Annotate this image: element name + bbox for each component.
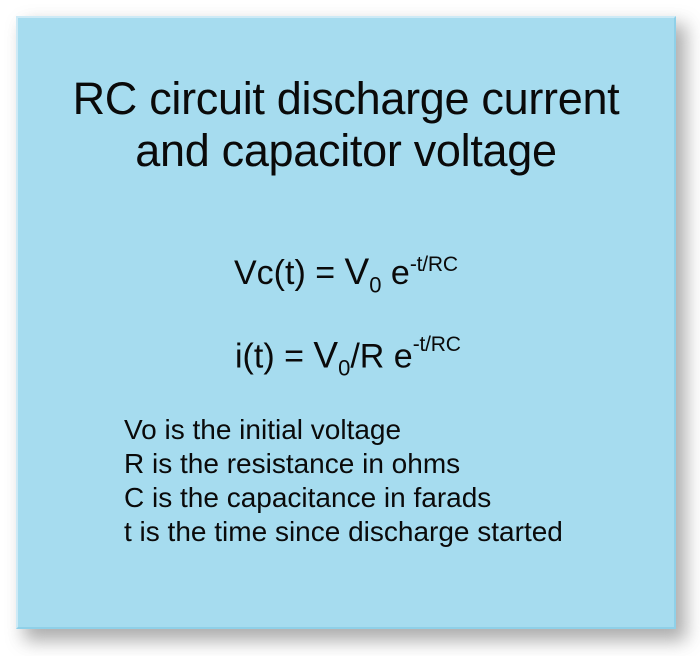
formula-1-subscript: 0 <box>369 272 382 298</box>
formula-discharge-current: i(t) = V0/R e-t/RC <box>235 325 674 389</box>
formula-capacitor-voltage: Vc(t) = V0 e-t/RC <box>234 245 674 305</box>
definition-item-vo: Vo is the initial voltage <box>124 414 402 445</box>
formula-2-subscript: 0 <box>338 356 351 382</box>
definition-item-r: R is the resistance in ohms <box>124 448 461 479</box>
formula-1-lhs: Vc(t) = <box>234 254 345 293</box>
formula-2-mid: /R e <box>350 337 413 376</box>
formula-1-base: V <box>344 251 370 293</box>
title-line-1: RC circuit discharge current <box>72 73 620 124</box>
formula-2-superscript: -t/RC <box>412 333 461 357</box>
content-panel: RC circuit discharge current and capacit… <box>16 16 676 629</box>
definition-list: Vo is the initial voltage R is the resis… <box>124 413 563 549</box>
definition-item-t: t is the time since discharge started <box>124 516 563 547</box>
title-line-2: and capacitor voltage <box>135 125 557 176</box>
definition-item-c: C is the capacitance in farads <box>124 482 492 513</box>
page-title: RC circuit discharge current and capacit… <box>18 73 674 177</box>
formula-2-lhs: i(t) = <box>235 337 314 376</box>
formula-1-mid: e <box>381 254 410 293</box>
formula-2-base: V <box>313 334 339 376</box>
formula-1-superscript: -t/RC <box>409 253 458 276</box>
formula-list: Vc(t) = V0 e-t/RC i(t) = V0/R e-t/RC <box>18 245 674 389</box>
